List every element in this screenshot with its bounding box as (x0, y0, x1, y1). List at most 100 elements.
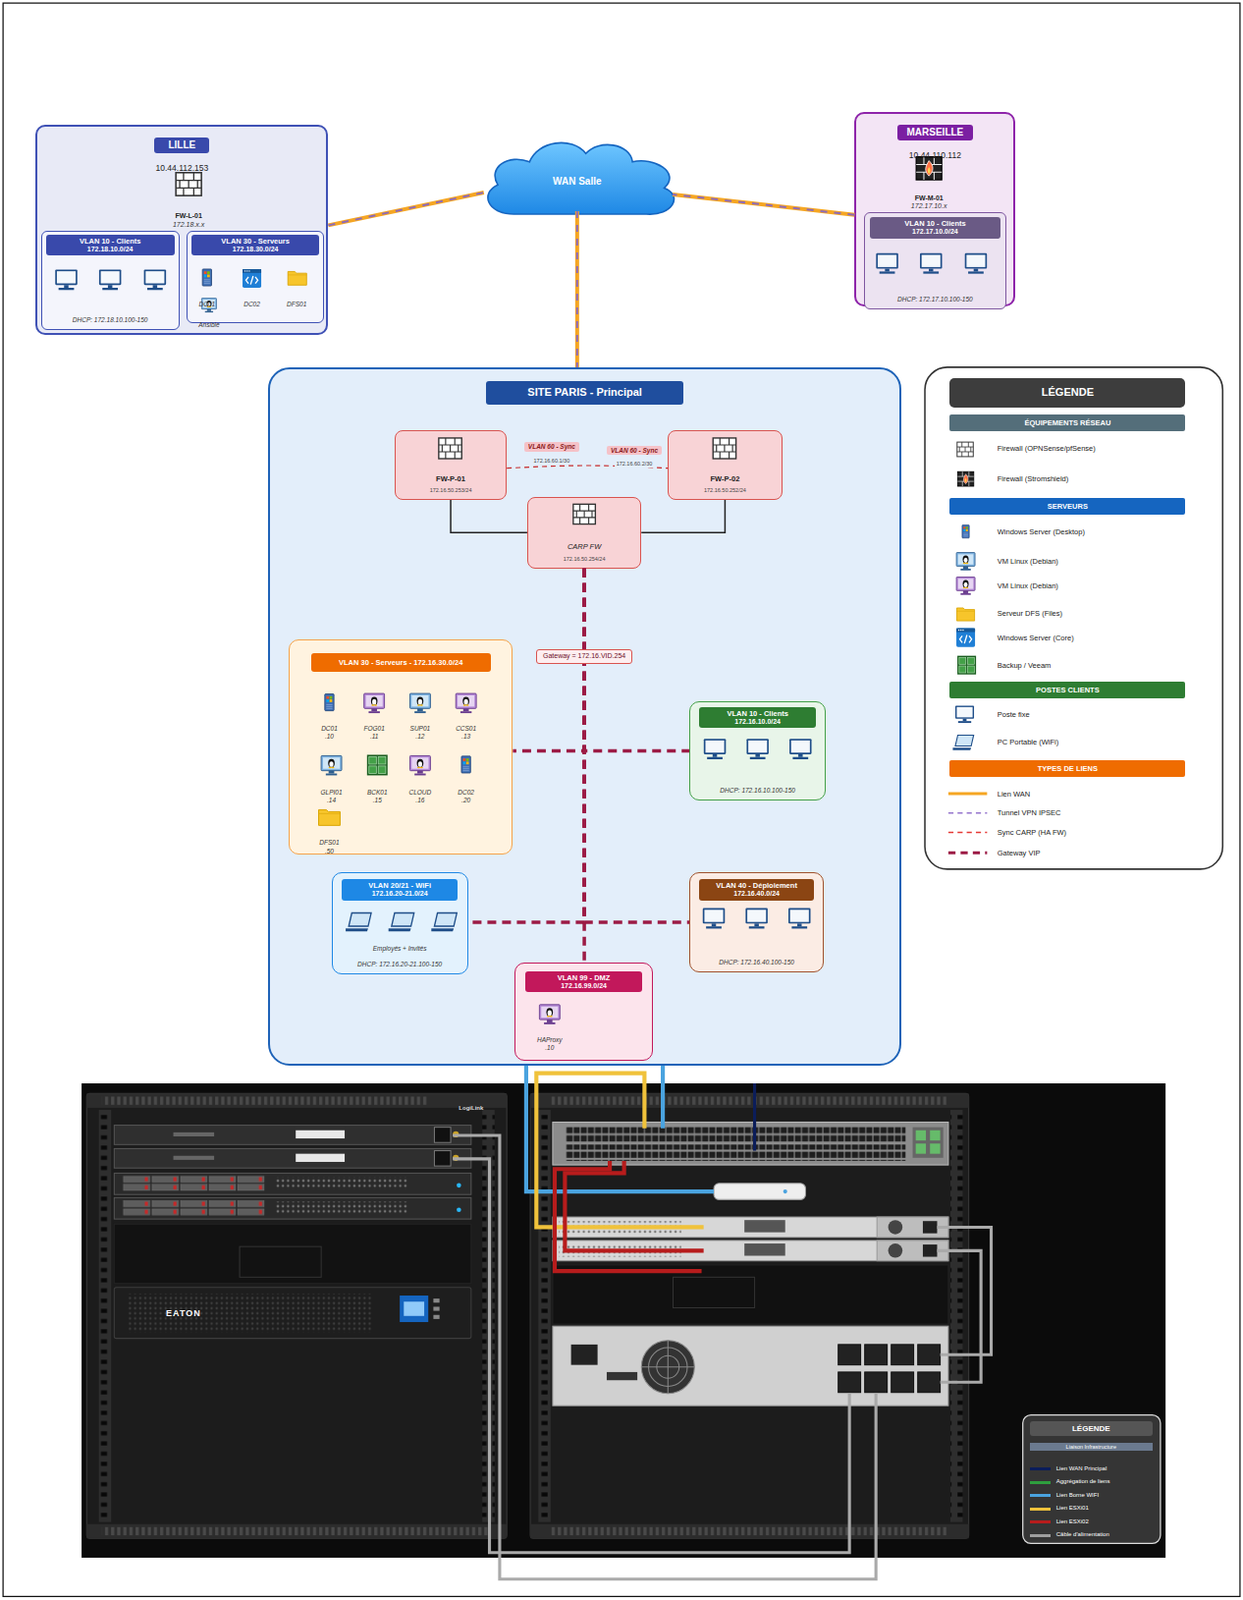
dhcp-range: DHCP: 172.18.10.100-150 (72, 316, 149, 325)
server-name: .14 (326, 796, 336, 805)
label-slot: Gateway = 172.16.VID.254 (526, 644, 643, 663)
legend-text: Aggrégation de liens (1056, 1477, 1111, 1485)
shape-rect (530, 1523, 970, 1539)
vlan-box: VLAN 10 - Clients172.17.10.0/24DHCP: 172… (864, 212, 1007, 310)
legend-text: Lien ESXi02 (1056, 1517, 1089, 1525)
shape-line (667, 1340, 669, 1394)
server-name: CCS01 (455, 724, 477, 733)
desktop-icon (144, 269, 167, 290)
legend-item: Backup / Veeam (997, 658, 1052, 671)
shape-rect (565, 1143, 906, 1161)
legend-section: TYPES DE LIENS (949, 759, 1186, 777)
vlan-header: VLAN 10 - Clients (702, 708, 812, 718)
legend-swatch (1029, 1533, 1051, 1537)
text-slot: DHCP: 172.16.20-21.100-150 (332, 952, 468, 971)
shape-rect (558, 1243, 682, 1256)
windows-server-icon (324, 694, 334, 711)
ip-address: 172.16.50.253/24 (430, 486, 473, 494)
desktop-icon (745, 908, 768, 929)
shape-rect (558, 1220, 682, 1233)
firewall-link-line (641, 499, 725, 533)
shape-rect (538, 1109, 550, 1522)
legend-icon (956, 552, 975, 571)
brand-label: LogiLink (458, 1104, 484, 1112)
vlan-subnet: 172.17.10.0/24 (872, 227, 998, 236)
label-slot: CLOUD (399, 780, 441, 799)
shape-rect (102, 1526, 490, 1535)
legend-text: Firewall (Stromshield) (997, 474, 1070, 484)
vlan-box: VLAN 10 - Clients172.18.10.0/24DHCP: 172… (41, 230, 180, 330)
wan-link (576, 211, 578, 368)
server-name: Ansible (198, 321, 219, 329)
firewall-icon (175, 172, 202, 196)
legend-item: Lien ESXi02 (1029, 1515, 1089, 1528)
label-slot: VLAN 60 - Sync (602, 438, 666, 457)
desktop-icon (789, 738, 812, 759)
shape-rect (929, 1130, 940, 1140)
legend-item: Câble d'alimentation (1029, 1528, 1110, 1541)
server-name: GLPI01 (321, 788, 343, 797)
legend-icon (957, 655, 976, 675)
legend-swatch (1029, 1493, 1051, 1497)
legend-icon (957, 471, 973, 487)
legend-panel (924, 367, 1223, 869)
shape-rect (913, 1127, 944, 1158)
shape-rect (86, 1092, 507, 1108)
linux-vm-icon (321, 755, 342, 775)
label-slot: POSTES CLIENTS (949, 681, 1186, 699)
shape-rect (113, 1125, 472, 1145)
label-slot: DC01 (188, 292, 225, 311)
legend-section: SERVEURS (949, 497, 1186, 515)
label-slot: FW-M-01 (898, 186, 960, 205)
shape-path (554, 1160, 703, 1271)
label-slot: FOG01 (353, 716, 395, 735)
legend-item: Lien ESXi01 (1029, 1502, 1089, 1514)
firewall-box: FW-P-02 172.16.50.252/24 (667, 430, 782, 500)
vlan-box: VLAN 30 - Serveurs - 172.16.30.0/24 (288, 639, 513, 855)
shape-path (526, 1062, 714, 1191)
device-name: FW-P-02 (709, 474, 740, 484)
desktop-icon (788, 908, 811, 929)
vlan-header: VLAN 40 - Déploiement (702, 880, 811, 890)
shape-rect (864, 1344, 888, 1365)
site-box: SITE PARIS - PrincipalFW-P-01172.16.50.2… (268, 367, 902, 1066)
legend-item: Sync CARP (HA FW) (997, 825, 1067, 838)
server-name: .15 (373, 796, 382, 805)
shape-rect (552, 1325, 949, 1406)
server-name: .20 (461, 796, 471, 805)
legend-text: Windows Server (Core) (997, 633, 1075, 643)
vlan-header: VLAN 10 - Clients (49, 236, 172, 246)
site-badge: MARSEILLE (897, 124, 974, 141)
rack-illustration (81, 1062, 1166, 1579)
legend-line-sample (948, 831, 987, 834)
wan-link-line (575, 211, 580, 368)
text-slot: DHCP: 172.17.10.100-150 (864, 287, 1006, 306)
shape-rect (838, 1344, 862, 1365)
shape-circle (456, 1206, 462, 1212)
dhcp-range: DHCP: 172.16.40.100-150 (718, 958, 795, 967)
shape-circle (641, 1340, 695, 1394)
vlan-box: VLAN 20/21 - WiFi172.16.20-21.0/24Employ… (331, 871, 469, 974)
ip-address: 172.18.x.x (172, 220, 205, 229)
server-name: .50 (324, 847, 334, 856)
ip-address: 172.16.50.252/24 (703, 486, 747, 494)
shape-circle (452, 1154, 459, 1161)
legend-swatch (1029, 1466, 1051, 1470)
shape-path (536, 1073, 703, 1228)
desktop-icon (702, 908, 726, 929)
server-name: DC02 (243, 300, 261, 309)
label-slot: ÉQUIPEMENTS RÉSEAU (949, 414, 1186, 432)
desktop-icon (965, 253, 988, 274)
shape-rect (891, 1344, 915, 1365)
server-name: .11 (370, 732, 379, 741)
firewall-link-line (450, 499, 528, 533)
icon-caption: FW-M-01 (915, 194, 944, 203)
vlan-box: VLAN 10 - Clients172.16.10.0/24DHCP: 172… (689, 701, 826, 802)
label-slot: SUP01 (399, 716, 441, 735)
legend-section: Liaison Infrastructure (1029, 1442, 1153, 1452)
vlan-subnet: 172.16.99.0/24 (528, 981, 641, 990)
shape-rect (432, 1305, 439, 1310)
user-note: Employés + Invités (373, 944, 428, 953)
